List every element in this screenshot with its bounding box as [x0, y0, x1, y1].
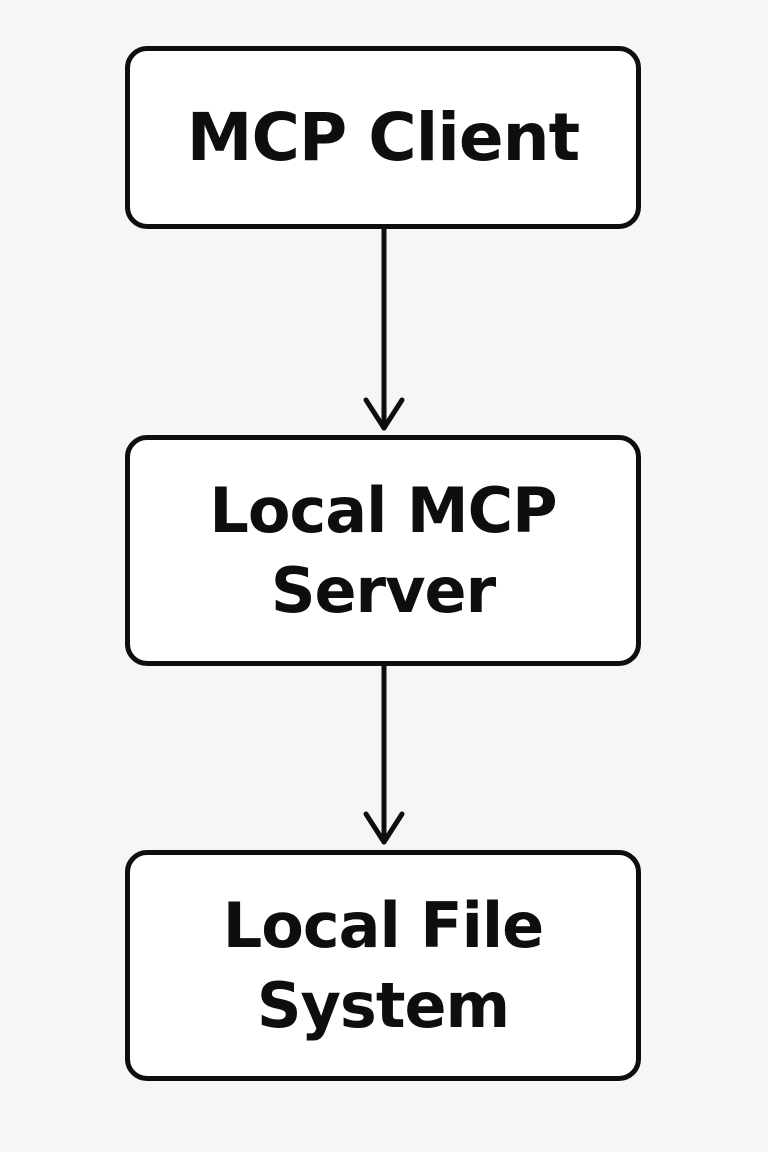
- node-local-file-system: Local File System: [125, 850, 641, 1081]
- arrowhead-icon: [363, 397, 405, 431]
- node-local-mcp-server: Local MCP Server: [125, 435, 641, 666]
- node-mcp-client: MCP Client: [125, 46, 641, 229]
- arrowhead-icon: [363, 811, 405, 845]
- node-label: Local MCP Server: [209, 473, 557, 627]
- edge-client-to-server: [363, 226, 405, 431]
- node-label: MCP Client: [186, 98, 580, 176]
- edge-server-to-filesystem: [363, 663, 405, 845]
- node-label: Local File System: [222, 888, 544, 1042]
